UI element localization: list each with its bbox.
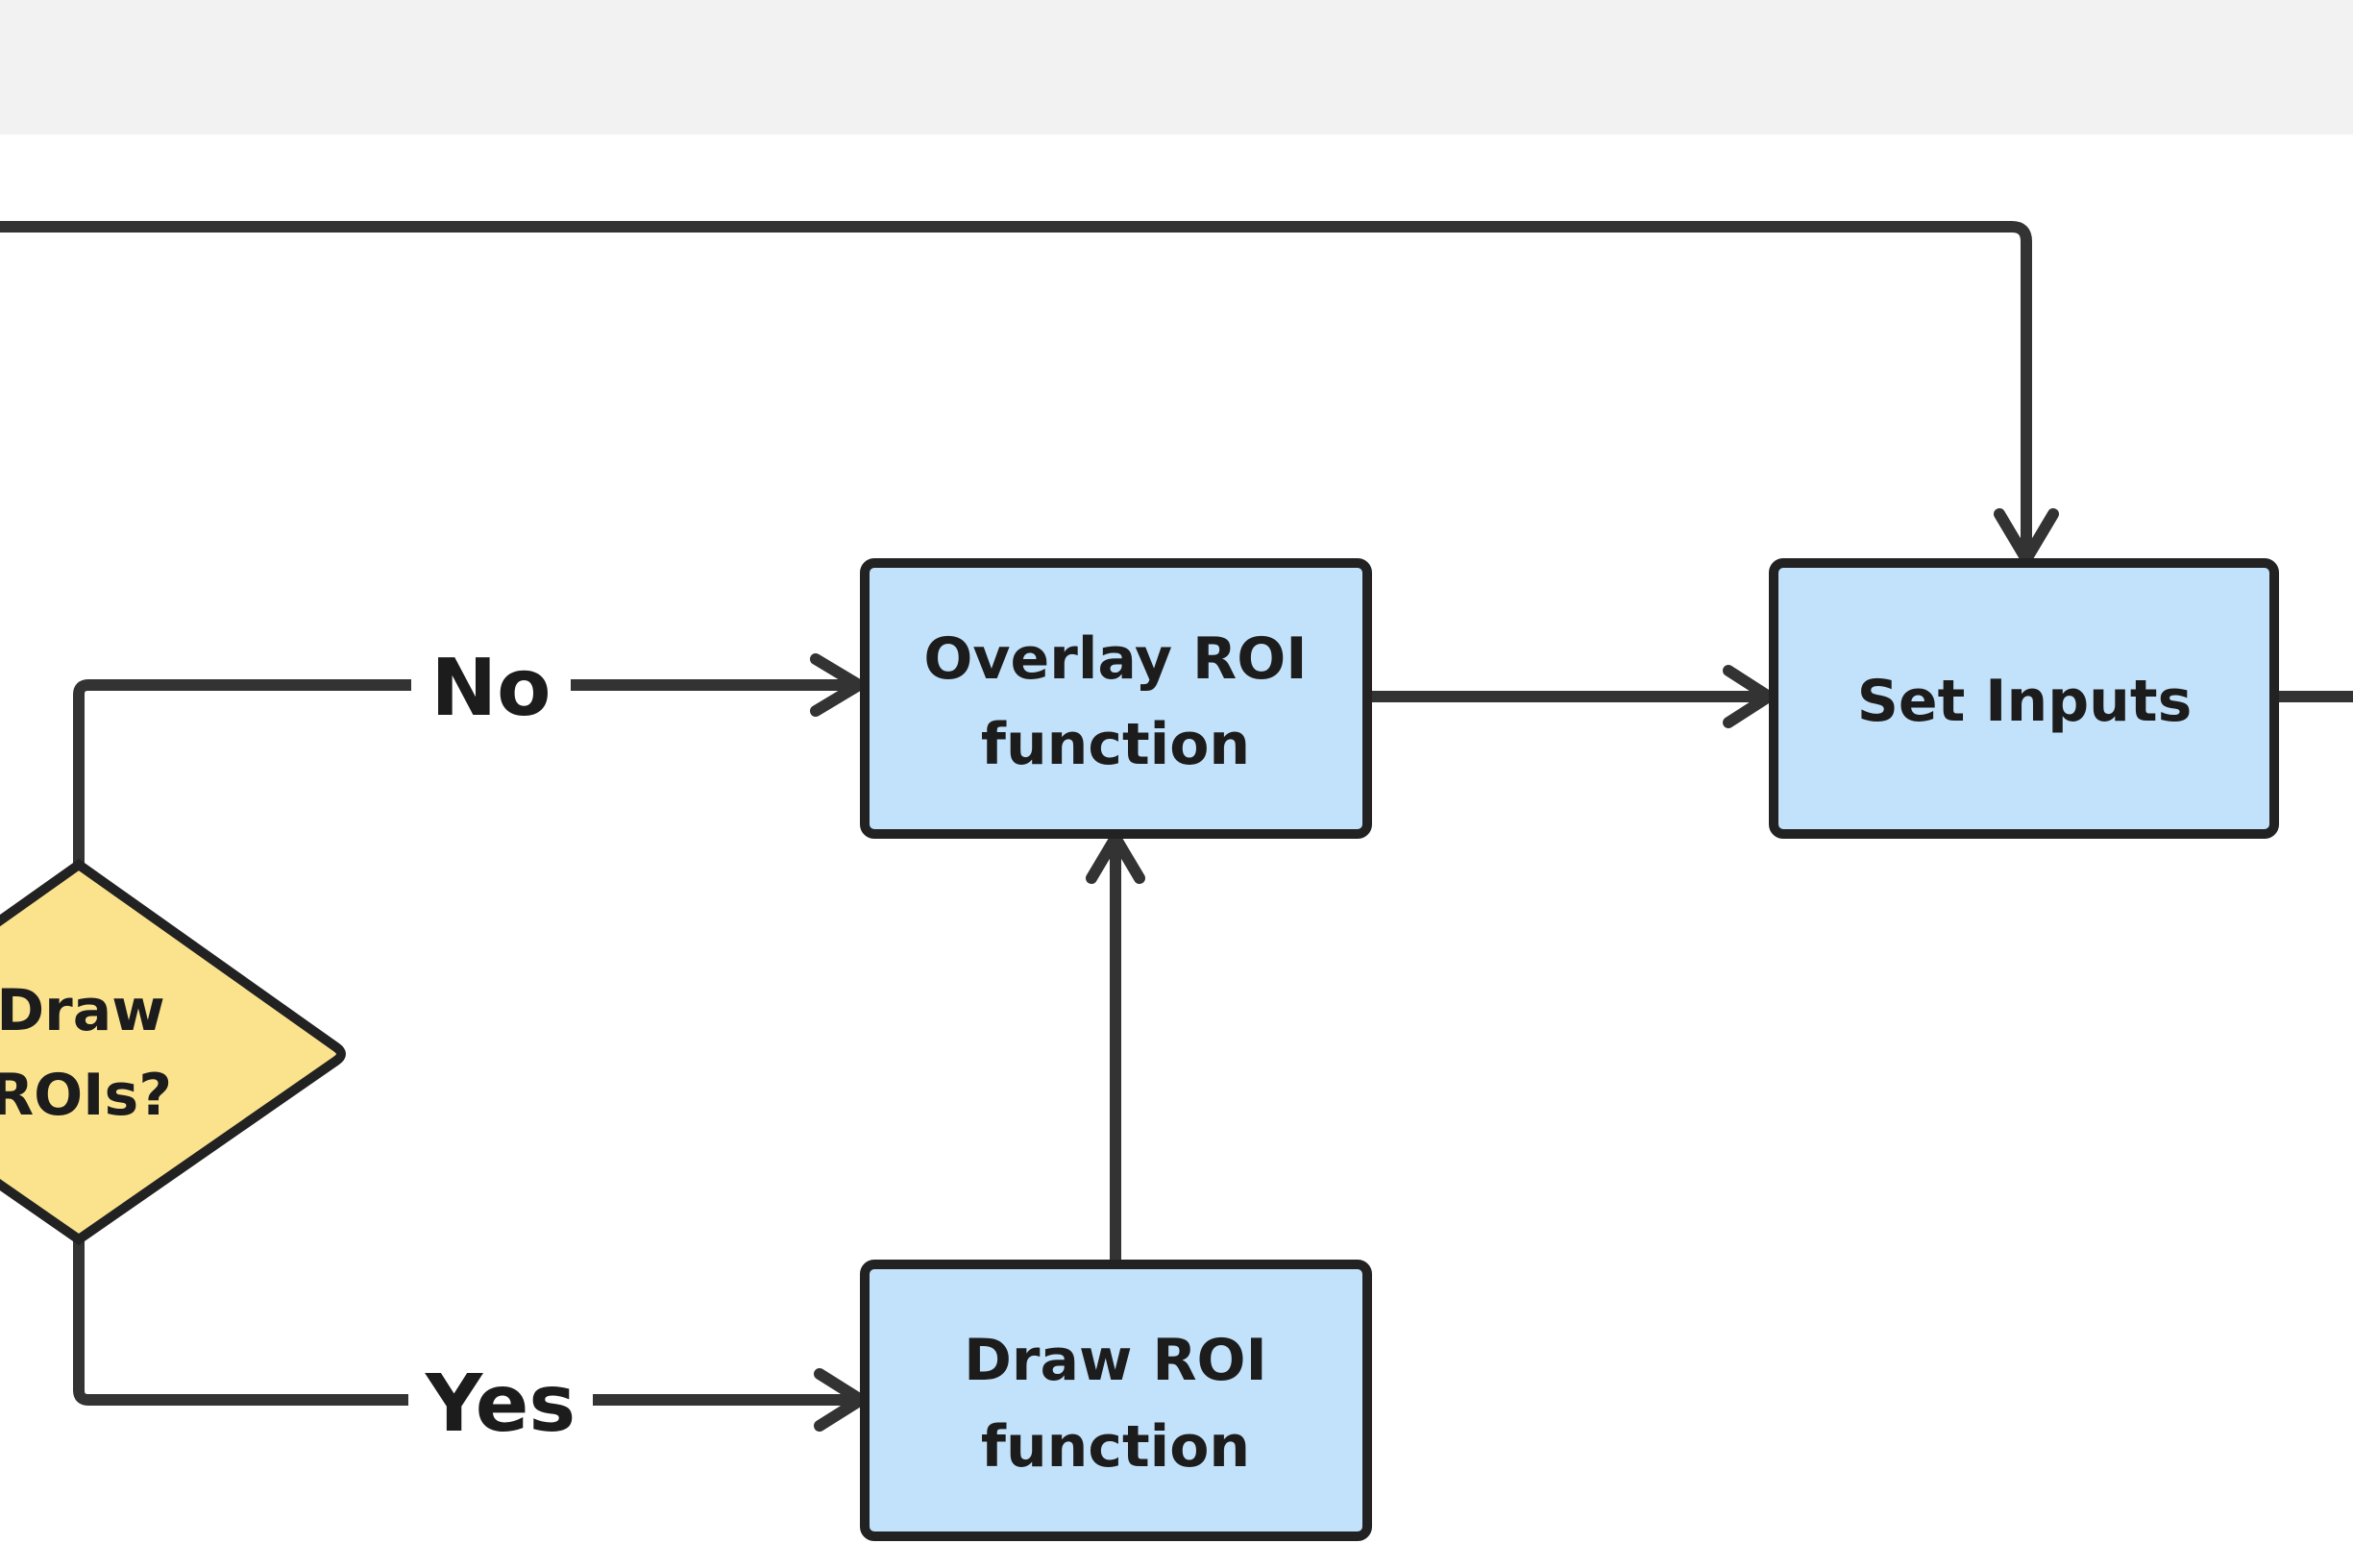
set-inputs-node: Set Inputs bbox=[1769, 558, 2279, 839]
overlay-roi-node: Overlay ROI function bbox=[860, 558, 1372, 839]
overlay-roi-label-line-2: function bbox=[981, 711, 1250, 778]
draw-roi-label-line-2: function bbox=[981, 1413, 1250, 1481]
edge-label-no: No bbox=[431, 643, 551, 734]
edge-label-yes: Yes bbox=[425, 1359, 576, 1450]
edge-loop-to-set-inputs bbox=[0, 221, 2032, 555]
draw-roi-box bbox=[860, 1260, 1372, 1541]
decision-label-line-2: ROIs? bbox=[0, 1062, 172, 1129]
header-band bbox=[0, 0, 2353, 135]
draw-roi-label-line-1: Draw ROI bbox=[964, 1327, 1267, 1394]
draw-roi-node: Draw ROI function bbox=[860, 1260, 1372, 1541]
overlay-roi-box bbox=[860, 558, 1372, 839]
set-inputs-box bbox=[1769, 558, 2279, 839]
set-inputs-label: Set Inputs bbox=[1857, 668, 2193, 735]
edge-no-segment-1 bbox=[73, 679, 411, 863]
decision-label-line-1: Draw bbox=[0, 977, 165, 1044]
overlay-roi-label-line-1: Overlay ROI bbox=[923, 625, 1307, 693]
edge-yes-segment-1 bbox=[73, 1235, 408, 1406]
arrowhead-overlay-roi bbox=[810, 653, 865, 717]
decision-diamond bbox=[0, 858, 346, 1246]
decision-node: Draw ROIs? bbox=[0, 858, 346, 1246]
